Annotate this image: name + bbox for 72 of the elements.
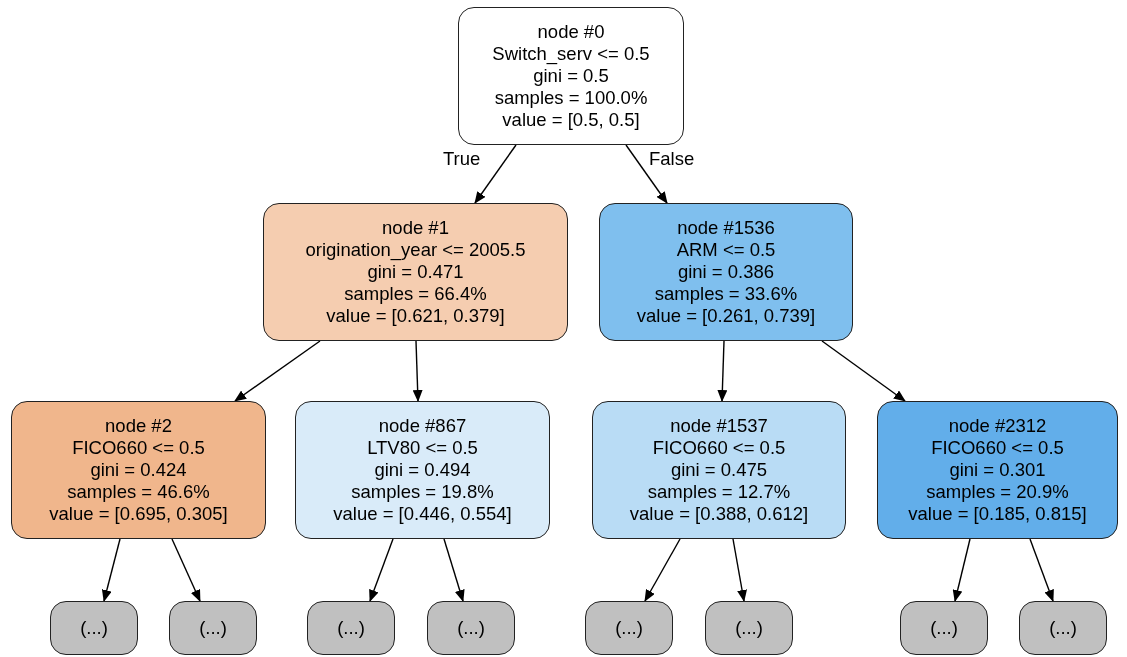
node-title: node #867 <box>378 415 467 437</box>
node-title: node #1 <box>382 217 449 239</box>
node-text: value = [0.446, 0.554] <box>333 503 512 525</box>
arrow <box>369 538 394 602</box>
arrow <box>443 538 465 602</box>
tree-node-box <box>263 203 568 341</box>
node-title: node #1536 <box>677 217 775 239</box>
arrow <box>732 538 747 602</box>
arrow <box>412 340 423 402</box>
node-text: gini = 0.5 <box>533 65 609 87</box>
node-text: FICO660 <= 0.5 <box>931 437 1064 459</box>
node-text: samples = 100.0% <box>494 87 648 109</box>
tree-node-box <box>599 203 853 341</box>
arrow <box>474 144 517 204</box>
arrow <box>717 340 728 402</box>
tree-node-box <box>11 401 266 539</box>
node-text: samples = 20.9% <box>926 481 1069 503</box>
tree-node-box <box>295 401 550 539</box>
node-text: origination_year <= 2005.5 <box>305 239 526 261</box>
node-text: gini = 0.386 <box>677 261 775 283</box>
node-text: value = [0.621, 0.379] <box>326 305 505 327</box>
node-text: (...) <box>199 617 227 639</box>
tree-node-box <box>877 401 1118 539</box>
collapsed-node-box <box>705 601 793 655</box>
node-text: gini = 0.475 <box>670 459 768 481</box>
node-title: node #0 <box>537 21 605 43</box>
node-text: (...) <box>615 617 643 639</box>
node-text: (...) <box>80 617 108 639</box>
tree-node-box <box>458 7 684 145</box>
collapsed-node-box <box>427 601 515 655</box>
node-text: (...) <box>930 617 958 639</box>
arrow <box>101 538 121 602</box>
node-title: node #2 <box>105 415 172 437</box>
arrow <box>171 538 201 602</box>
node-text: gini = 0.494 <box>374 459 471 481</box>
node-text: value = [0.261, 0.739] <box>636 305 816 327</box>
node-title: node #1537 <box>670 415 768 437</box>
collapsed-node-box <box>169 601 257 655</box>
arrow <box>1029 538 1054 602</box>
node-text: (...) <box>457 617 485 639</box>
node-text: gini = 0.424 <box>90 459 187 481</box>
node-text: (...) <box>735 617 763 639</box>
node-text: samples = 46.6% <box>67 481 210 503</box>
node-text: samples = 19.8% <box>351 481 494 503</box>
tree-node-box <box>592 401 846 539</box>
node-text: ARM <= 0.5 <box>676 239 776 261</box>
collapsed-node-box <box>1019 601 1107 655</box>
arrow <box>644 538 681 602</box>
node-text: value = [0.388, 0.612] <box>629 503 809 525</box>
node-title: node #2312 <box>948 415 1047 437</box>
node-text: value = [0.185, 0.815] <box>908 503 1087 525</box>
node-text: gini = 0.471 <box>367 261 464 283</box>
collapsed-node-box <box>900 601 988 655</box>
node-text: samples = 33.6% <box>654 283 798 305</box>
collapsed-node-box <box>585 601 673 655</box>
node-text: (...) <box>1049 617 1077 639</box>
arrow <box>952 538 971 602</box>
arrow <box>821 340 906 402</box>
collapsed-node-box <box>307 601 395 655</box>
collapsed-node-box <box>50 601 138 655</box>
node-text: FICO660 <= 0.5 <box>72 437 205 459</box>
arrow <box>234 340 321 402</box>
arrow <box>625 144 668 204</box>
node-text: (...) <box>337 617 365 639</box>
node-text: FICO660 <= 0.5 <box>652 437 786 459</box>
node-text: Switch_serv <= 0.5 <box>492 43 650 65</box>
node-text: gini = 0.301 <box>949 459 1046 481</box>
node-text: samples = 12.7% <box>647 481 791 503</box>
node-text: value = [0.5, 0.5] <box>502 109 640 131</box>
node-text: value = [0.695, 0.305] <box>49 503 228 525</box>
node-text: LTV80 <= 0.5 <box>367 437 478 459</box>
node-text: samples = 66.4% <box>344 283 487 305</box>
